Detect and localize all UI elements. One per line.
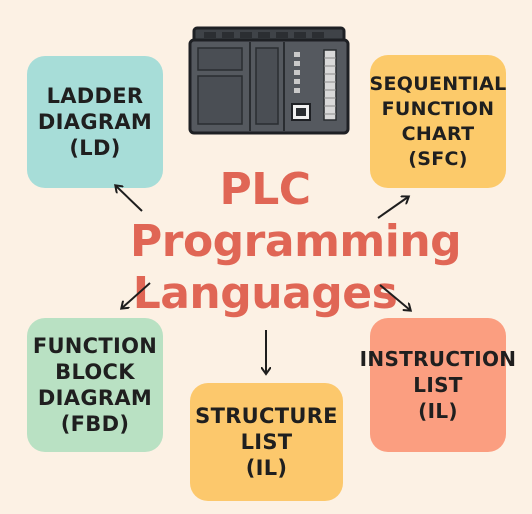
arrow-icon-to-il xyxy=(379,284,410,310)
il-line-3: (IL) xyxy=(418,399,458,423)
sequential-function-chart-box: SEQUENTIAL FUNCTION CHART (SFC) xyxy=(370,55,506,188)
ladder-line-2: DIAGRAM xyxy=(37,110,153,134)
title-line-3: Languages xyxy=(132,268,398,319)
arrow-icon-to-fbd xyxy=(122,282,151,308)
arrow-icon-to-sfc xyxy=(377,197,408,219)
fbd-line-3: DIAGRAM xyxy=(37,386,153,410)
sfc-line-2: FUNCTION xyxy=(381,97,495,120)
fbd-line-4: (FBD) xyxy=(60,412,130,436)
title-line-1: PLC xyxy=(219,164,311,215)
fbd-line-1: FUNCTION xyxy=(32,334,158,358)
instruction-list-box: INSTRUCTION LIST (IL) xyxy=(360,318,516,452)
sl-line-1: STRUCTURE xyxy=(195,404,338,428)
fbd-line-2: BLOCK xyxy=(55,360,135,384)
sfc-line-4: (SFC) xyxy=(408,147,468,170)
ladder-line-3: (LD) xyxy=(69,136,121,160)
function-block-diagram-box: FUNCTION BLOCK DIAGRAM (FBD) xyxy=(27,318,163,452)
ladder-line-1: LADDER xyxy=(46,84,144,108)
sfc-line-1: SEQUENTIAL xyxy=(369,72,507,95)
il-line-1: INSTRUCTION xyxy=(359,347,517,371)
sl-line-3: (IL) xyxy=(245,456,288,480)
il-line-2: LIST xyxy=(413,373,463,397)
ethernet-port-icon xyxy=(291,103,311,121)
ladder-diagram-box: LADDER DIAGRAM (LD) xyxy=(27,56,163,188)
structure-list-box: STRUCTURE LIST (IL) xyxy=(190,383,343,501)
arrow-icon-to-ladder xyxy=(116,186,143,212)
sl-line-2: LIST xyxy=(240,430,293,454)
plc-device-icon xyxy=(188,26,350,135)
sfc-line-3: CHART xyxy=(401,122,475,145)
